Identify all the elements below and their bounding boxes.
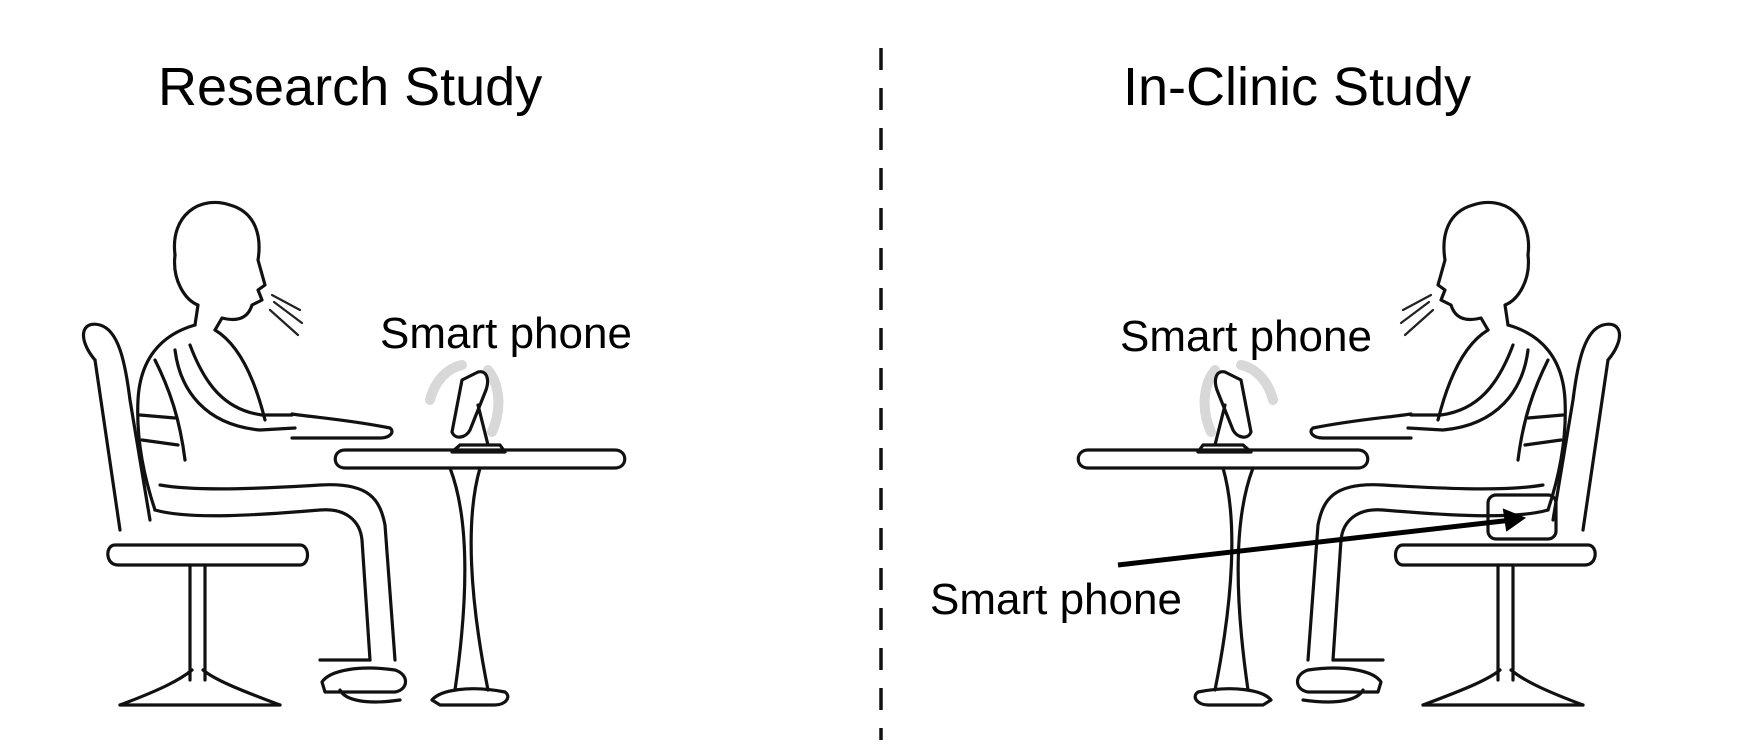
- right-table-phone-label: Smart phone: [1120, 312, 1372, 361]
- right-panel-title: In-Clinic Study: [1123, 57, 1472, 117]
- left-panel-title: Research Study: [158, 57, 543, 117]
- arrowhead-icon: [1502, 508, 1527, 532]
- pocket-phone-callout: [1117, 493, 1558, 568]
- left-phone-label: Smart phone: [380, 309, 632, 358]
- right-pocket-phone-label: Smart phone: [930, 575, 1182, 624]
- arrow-icon: [1117, 517, 1513, 568]
